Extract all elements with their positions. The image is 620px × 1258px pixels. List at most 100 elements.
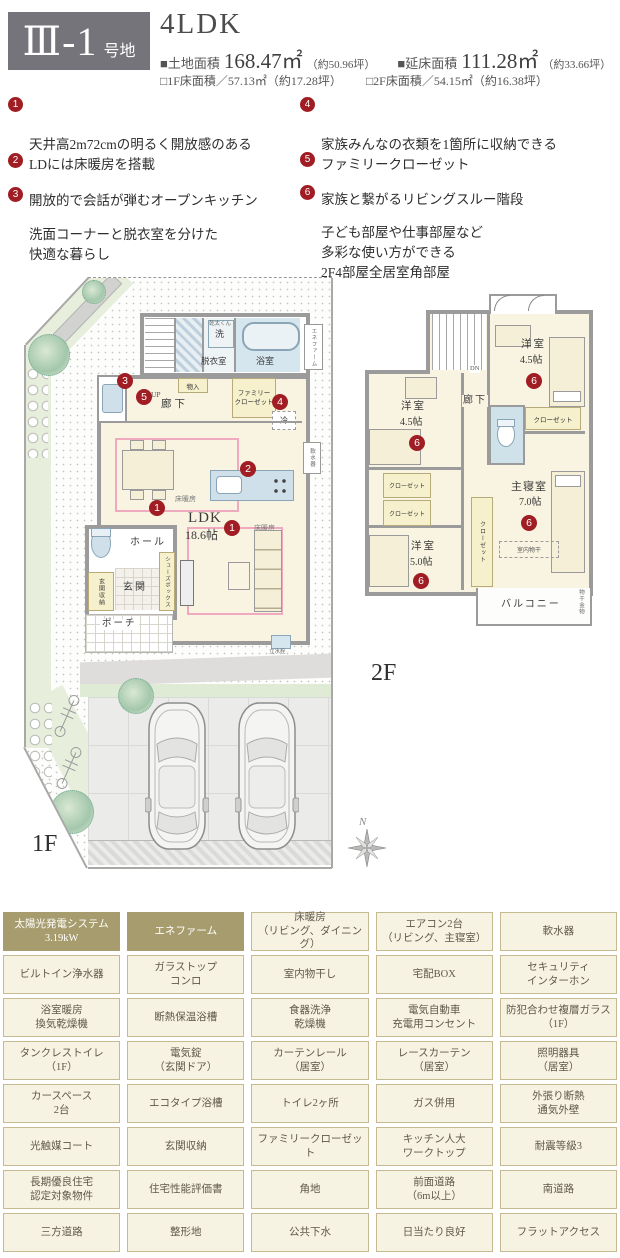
room-label: 物入 <box>186 383 200 391</box>
spec-cell: カーテンレール （居室） <box>251 1041 369 1080</box>
spec-cell: タンクレストイレ （1F） <box>3 1041 121 1080</box>
staircase <box>145 318 176 372</box>
compass-north-label: N <box>359 816 367 828</box>
room-label: クローゼット <box>388 484 425 490</box>
room-label: クローゼット <box>388 511 425 518</box>
room-label: 冷 <box>280 415 288 426</box>
spec-cell: エネファーム <box>127 912 245 951</box>
plan-marker-2: 2 <box>240 461 256 477</box>
room-label: クローゼット <box>533 416 573 424</box>
spec-cell: 照明器具 （居室） <box>499 1041 617 1080</box>
total-area-label: ■延床面積 <box>397 56 458 71</box>
water-softener-unit: 軟水器 <box>303 442 321 474</box>
floor2-area: □2F床面積／54.15㎡（約16.38坪） <box>365 74 548 88</box>
room-label: ファミリー クローゼット <box>234 389 274 406</box>
plan-marker-3: 3 <box>117 373 133 389</box>
room-label: シューズボックス <box>164 555 170 608</box>
total-area-tsubo: （約33.66坪） <box>542 59 612 71</box>
spec-cell: 室内物干し <box>251 955 369 994</box>
tree-icon <box>118 678 154 714</box>
spec-cell: 耐震等級3 <box>499 1127 617 1166</box>
plan-marker-6: 6 <box>409 435 425 451</box>
spec-cell: トイレ2ヶ所 <box>251 1084 369 1123</box>
room-label: 主寝室 <box>511 481 547 493</box>
chair <box>130 440 144 450</box>
spec-cell: 日当たり良好 <box>375 1213 493 1252</box>
spec-cell: カースペース 2台 <box>3 1084 121 1123</box>
floor-label-2f: 2F <box>371 660 397 686</box>
area-line-1: ■土地面積 168.47㎡ （約50.96坪） ■延床面積 111.28㎡ （約… <box>160 45 611 75</box>
feature-marker-1: 1 <box>8 97 23 112</box>
entrance <box>115 568 159 610</box>
dining-table <box>122 450 174 490</box>
notch-mask <box>363 308 429 370</box>
chair <box>152 440 166 450</box>
wall <box>365 525 464 528</box>
toilet-tank <box>91 528 111 537</box>
kitchen-sink <box>216 476 242 494</box>
bathtub <box>242 322 300 351</box>
family-closet: ファミリー クローゼット <box>232 378 276 418</box>
room-label: 洋室 <box>411 541 436 552</box>
wall <box>461 373 464 590</box>
spec-cell: ガス併用 <box>375 1084 493 1123</box>
closet: クローゼット <box>525 407 581 430</box>
site-boundary <box>88 277 332 278</box>
floor-plan-1f: 乾太くん 洗 脱衣室 浴室 物入 UP 廊下 ファミリー クローゼット 冷 3 … <box>18 272 352 874</box>
floor-label-1f: 1F <box>32 831 58 857</box>
land-area-value: 168.47㎡ <box>223 49 303 73</box>
spec-cell: 床暖房 （リビング、ダイニング） <box>251 912 369 951</box>
room-label: 玄関収納 <box>97 577 104 606</box>
spec-cell: 角地 <box>251 1170 369 1209</box>
feature-marker-3: 3 <box>8 187 23 202</box>
sofa <box>254 530 282 612</box>
storage-monoire: 物入 <box>178 378 208 393</box>
enefarm-unit: エネファーム <box>304 324 323 370</box>
feature-item-4: 4 家族みんなの衣類を1箇所に収納できる ファミリークローゼット <box>300 94 620 175</box>
toilet-room <box>489 405 525 465</box>
room-label-ldk: LDK <box>188 510 222 526</box>
desk <box>495 325 531 347</box>
rock-garden-top <box>26 366 48 458</box>
plan-marker-6: 6 <box>521 515 537 531</box>
room-size: 7.0帖 <box>519 497 542 508</box>
closet: クローゼット <box>471 497 493 587</box>
tree-icon <box>28 334 70 376</box>
feature-text-5: 家族と繋がるリビングスルー階段 <box>321 191 524 207</box>
kitchen-stove <box>270 474 286 494</box>
site-boundary <box>88 867 332 869</box>
spec-cell: フラットアクセス <box>499 1213 617 1252</box>
wall <box>487 312 490 465</box>
spec-cell: 食器洗浄 乾燥機 <box>251 998 369 1037</box>
room-label: バルコニー <box>501 599 561 610</box>
site-boundary <box>24 345 26 747</box>
spec-cell: 外張り断熱 通気外壁 <box>499 1084 617 1123</box>
staircase <box>432 314 486 370</box>
plan-marker-5: 5 <box>136 389 152 405</box>
land-area-label: ■土地面積 <box>160 56 220 71</box>
total-area-value: 111.28㎡ <box>461 49 539 73</box>
plan-marker-1: 1 <box>149 500 165 516</box>
spec-cell: 玄関収納 <box>127 1127 245 1166</box>
spec-cell: 浴室暖房 換気乾燥機 <box>3 998 121 1037</box>
bed-pillow <box>555 475 581 487</box>
driveway-slab <box>80 653 332 687</box>
refrigerator-space: 冷 <box>272 411 296 430</box>
side-table <box>228 562 250 590</box>
plan-marker-1: 1 <box>224 520 240 536</box>
room-label: ポーチ <box>100 619 139 631</box>
drying-hardware-label: 物干金物 <box>578 589 584 615</box>
equipment-label: 軟水器 <box>309 448 315 468</box>
feature-text-4: 家族みんなの衣類を1箇所に収納できる ファミリークローゼット <box>321 136 557 172</box>
feature-text-6: 子ども部屋や仕事部屋など 多彩な使い方ができる 2F4部屋全居室角部屋 <box>321 224 483 281</box>
plot-suffix: 号地 <box>103 43 136 60</box>
spec-cell: 南道路 <box>499 1170 617 1209</box>
feature-text-3: 洗面コーナーと脱衣室を分けた 快適な暮らし <box>29 226 218 262</box>
spec-cell: エアコン2台 （リビング、主寝室） <box>375 912 493 951</box>
site-boundary <box>331 278 333 868</box>
spec-cell: 三方道路 <box>3 1213 121 1252</box>
spec-cell: 防犯合わせ複層ガラス （1F） <box>499 998 617 1037</box>
spec-cell: 前面道路 （6m以上） <box>375 1170 493 1209</box>
wall <box>487 431 585 434</box>
tree-icon <box>82 280 106 304</box>
